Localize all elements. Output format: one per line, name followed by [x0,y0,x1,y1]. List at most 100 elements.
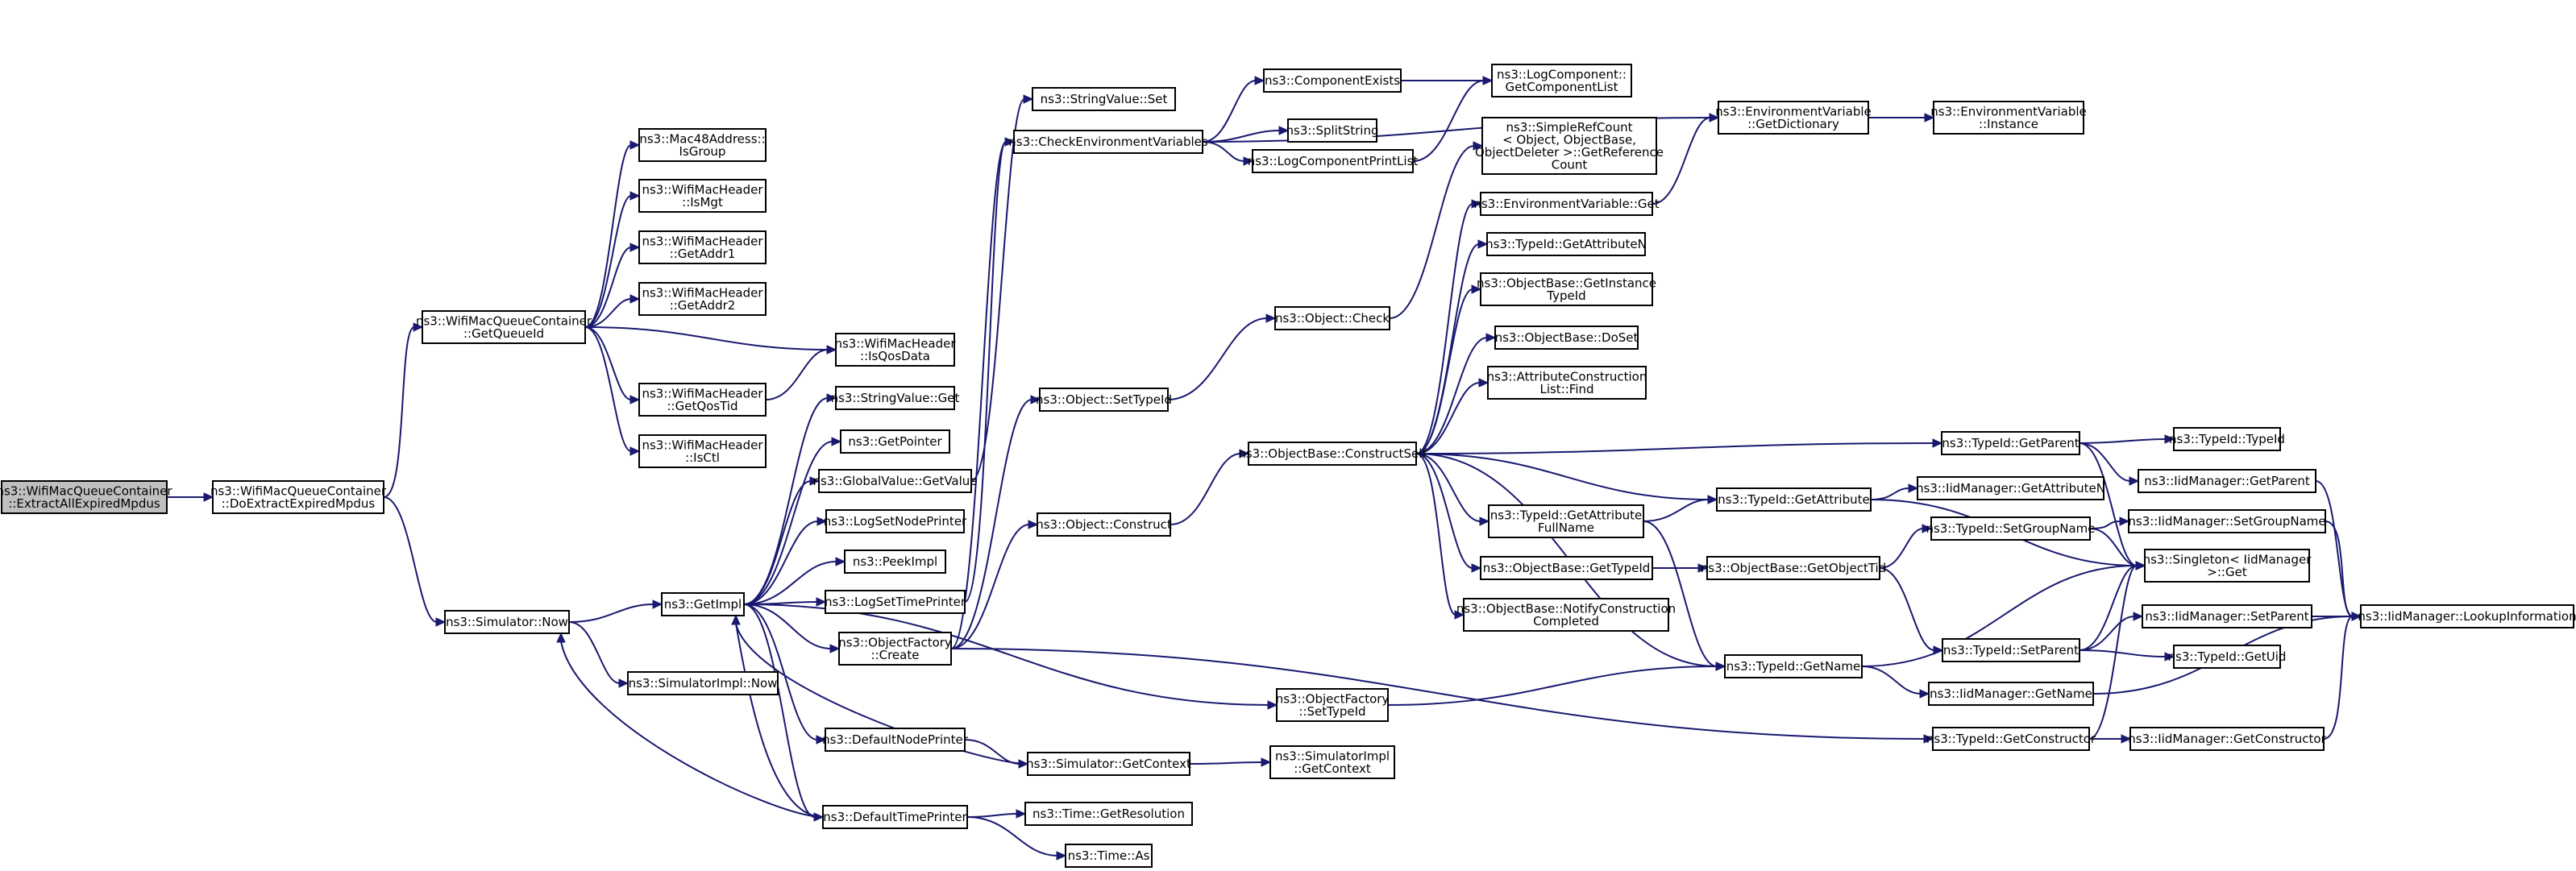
node-iidmgetparent[interactable]: ns3::IidManager::GetParent [2138,469,2316,493]
node-getqostid[interactable]: ns3::WifiMacHeader::GetQosTid [638,383,767,417]
node-stringvalueset[interactable]: ns3::StringValue::Set [1032,87,1176,111]
node-label: Count [1552,157,1588,172]
node-objbasegettypeid[interactable]: ns3::ObjectBase::GetTypeId [1480,556,1653,580]
edge-logcompprint-to-logcompgetlist [1412,76,1494,162]
edge-objfactcreate-to-objsettypeid [950,395,1041,649]
node-box [1917,476,2104,500]
node-getaddr1[interactable]: ns3::WifiMacHeader::GetAddr1 [638,230,767,264]
edge-arrowhead [1239,449,1250,458]
node-objbasedoset[interactable]: ns3::ObjectBase::DoSet [1494,326,1639,350]
node-objfactsettypeid[interactable]: ns3::ObjectFactory::SetTypeId [1276,688,1390,722]
node-simimplnow[interactable]: ns3::SimulatorImpl::Now [627,671,779,695]
node-iidmlookup[interactable]: ns3::IidManager::LookupInformation [2358,604,2576,628]
node-peekimpl[interactable]: ns3::PeekImpl [844,550,946,574]
node-iidmsetgroup[interactable]: ns3::IidManager::SetGroupName [2128,509,2326,533]
node-singletonget[interactable]: ns3::Singleton< IidManager>::Get [2143,549,2312,583]
node-defaulttime[interactable]: ns3::DefaultTimePrinter [822,805,968,829]
node-getimpl[interactable]: ns3::GetImpl [661,592,745,616]
edge-line [2079,442,2131,482]
node-envvargetdict[interactable]: ns3::EnvironmentVariable::GetDictionary [1715,101,1872,135]
edge-getimpl-to-logsetnode [743,516,828,605]
node-logcompprint[interactable]: ns3::LogComponentPrintList [1248,149,1419,173]
node-isgroup[interactable]: ns3::Mac48Address::IsGroup [638,128,767,162]
node-isqosdata[interactable]: ns3::WifiMacHeader::IsQosData [834,333,956,367]
node-iidmgetctor[interactable]: ns3::IidManager::GetConstructor [2128,727,2327,751]
node-typeidgetattr[interactable]: ns3::TypeId::GetAttribute [1716,487,1872,512]
node-logsetnode[interactable]: ns3::LogSetNodePrinter [824,509,967,533]
edge-arrowhead [629,446,641,456]
edge-typeidsetparent-to-iidmsetparent [2079,612,2144,651]
node-label: ns3::IidManager::GetConstructor [2128,732,2326,746]
node-objbasegetobjtid[interactable]: ns3::ObjectBase::GetObjectTid [1701,556,1886,580]
node-getaddr2[interactable]: ns3::WifiMacHeader::GetAddr2 [638,282,767,316]
node-typeidtypeid[interactable]: ns3::TypeId::TypeId [2169,427,2285,451]
node-doextract[interactable]: ns3::WifiMacQueueContainer::DoExtractExp… [210,480,387,514]
node-simimplgetcontext[interactable]: ns3::SimulatorImpl::GetContext [1269,745,1395,779]
node-objbasenotify[interactable]: ns3::ObjectBase::NotifyConstructionCompl… [1456,598,1676,632]
edge-line [1202,80,1257,143]
node-globalvalueget[interactable]: ns3::GlobalValue::GetValue [812,469,978,493]
node-label: ns3::TypeId::GetUid [2168,649,2287,664]
edge-objfactsettypeid-to-typeidgetname [1387,662,1726,706]
node-label: ::IsMgt [682,195,723,209]
node-constructself[interactable]: ns3::ObjectBase::ConstructSelf [1238,442,1427,466]
edge-line [383,496,438,623]
node-isctl[interactable]: ns3::WifiMacHeader::IsCtl [638,434,767,468]
node-label: ns3::Simulator::GetContext [1026,757,1191,771]
node-box [1463,598,1669,632]
node-label: ns3::SimulatorImpl [1275,749,1390,763]
node-timeas[interactable]: ns3::Time::As [1065,844,1153,868]
node-box [1024,802,1193,826]
node-logcompgetlist[interactable]: ns3::LogComponent::GetComponentList [1491,64,1632,97]
node-iidmgetattrn[interactable]: ns3::IidManager::GetAttributeN [1916,476,2105,500]
node-label: ns3::LogComponent:: [1497,67,1627,81]
node-objcheck[interactable]: ns3::Object::Check [1274,306,1390,330]
node-label: ::IsQosData [860,349,930,363]
node-compexists[interactable]: ns3::ComponentExists [1263,68,1402,93]
node-typeidsetgroup[interactable]: ns3::TypeId::SetGroupName [1926,516,2096,541]
edge-line [560,641,824,818]
node-timegetres[interactable]: ns3::Time::GetResolution [1024,802,1193,826]
edge-arrowhead [826,345,837,355]
node-root[interactable]: ns3::WifiMacQueueContainer::ExtractAllEx… [0,480,172,514]
node-envvarinstance[interactable]: ns3::EnvironmentVariable::Instance [1930,101,2087,135]
node-simgetcontext[interactable]: ns3::Simulator::GetContext [1026,752,1191,776]
node-objsettypeid[interactable]: ns3::Object::SetTypeId [1036,388,1172,412]
node-box [835,386,955,410]
edge-arrowhead [652,599,663,609]
node-defaultnode[interactable]: ns3::DefaultNodePrinter [822,728,969,752]
node-getpointer[interactable]: ns3::GetPointer [840,429,950,454]
edge-line [584,326,632,452]
edge-line [1879,567,1935,651]
node-objfactcreate[interactable]: ns3::ObjectFactory::Create [838,632,952,666]
node-label: ns3::TypeId::TypeId [2169,432,2285,446]
node-label: ns3::EnvironmentVariable [1930,104,2086,118]
node-objconstruct[interactable]: ns3::Object::Construct [1036,512,1172,537]
node-typeidgetparent[interactable]: ns3::TypeId::GetParent [1941,431,2080,455]
node-splitstring[interactable]: ns3::SplitString [1286,118,1379,143]
edge-line [1415,203,1473,454]
node-checkenv[interactable]: ns3::CheckEnvironmentVariables [1008,130,1208,154]
node-ismgt[interactable]: ns3::WifiMacHeader::IsMgt [638,179,767,213]
node-simnow[interactable]: ns3::Simulator::Now [444,610,570,634]
node-typeidsetparent[interactable]: ns3::TypeId::SetParent [1942,638,2080,662]
node-box [638,230,767,264]
node-label: ns3::CheckEnvironmentVariables [1008,135,1208,149]
edge-arrowhead [435,617,447,627]
node-typeidgetname[interactable]: ns3::TypeId::GetName [1724,654,1863,678]
node-typeidgetuid[interactable]: ns3::TypeId::GetUid [2168,645,2287,669]
node-simplerefcount[interactable]: ns3::SimpleRefCount< Object, ObjectBase,… [1475,117,1664,175]
node-iidmsetparent[interactable]: ns3::IidManager::SetParent [2142,604,2312,628]
node-iidmgetname[interactable]: ns3::IidManager::GetName [1928,682,2094,706]
node-typeidgetattrn[interactable]: ns3::TypeId::GetAttributeN [1485,232,1647,256]
node-typeidgetctor[interactable]: ns3::TypeId::GetConstructor [1926,727,2096,751]
node-stringvalueget[interactable]: ns3::StringValue::Get [831,386,960,410]
edge-line [584,298,632,328]
node-logsettime[interactable]: ns3::LogSetTimePrinter [825,590,966,614]
node-getqueueid[interactable]: ns3::WifiMacQueueContainer::GetQueueId [416,310,592,344]
node-envvarget[interactable]: ns3::EnvironmentVariable::Get [1473,192,1660,216]
